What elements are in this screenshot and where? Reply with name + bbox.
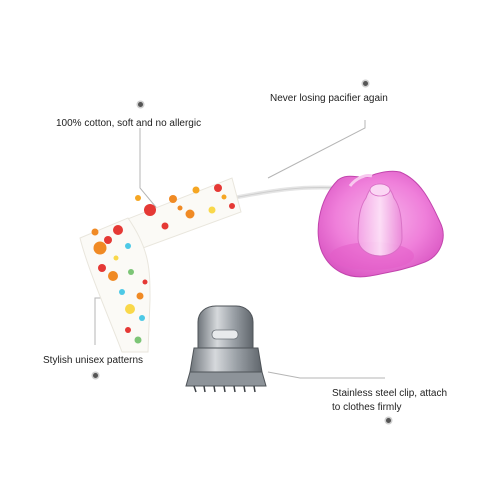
- annotation-cotton: 100% cotton, soft and no allergic: [56, 118, 202, 129]
- leader-line-clip: [267, 371, 385, 379]
- bullet-dot-icon: [386, 418, 391, 423]
- annotation-pacifier: Never losing pacifier again: [270, 93, 388, 104]
- polka-dots: [91, 184, 235, 344]
- leader-line-cotton: [139, 128, 161, 213]
- bullet-dot-icon: [363, 81, 368, 86]
- bullet-dot-icon: [93, 373, 98, 378]
- annotation-clip-line-1: Stainless steel clip, attach: [332, 388, 448, 399]
- pink-pacifier: [317, 170, 444, 278]
- annotation-clip-line-2: to clothes firmly: [332, 402, 402, 413]
- annotation-patterns: Stylish unisex patterns: [43, 355, 144, 366]
- strap-lower: [79, 217, 151, 353]
- bullet-dot-icon: [138, 102, 143, 107]
- steel-clip: [185, 305, 267, 393]
- leader-line-pacifier: [267, 120, 366, 179]
- leader-lines: [94, 120, 385, 379]
- fabric-strap: [79, 177, 242, 353]
